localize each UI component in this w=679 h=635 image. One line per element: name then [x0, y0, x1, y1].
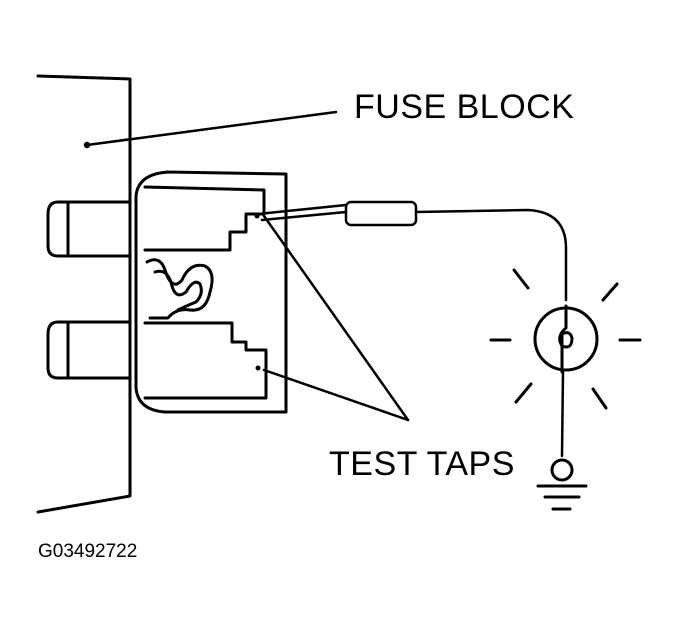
fuse-prong-top [46, 200, 132, 258]
test-light-probe [256, 200, 418, 227]
test-light-lead [414, 208, 568, 302]
test-taps-leader [262, 214, 410, 422]
test-taps-label: TEST TAPS [329, 445, 515, 483]
fuse-housing [134, 170, 288, 414]
ground-symbol [536, 458, 588, 511]
fuse-block-label: FUSE BLOCK [354, 88, 575, 126]
fuse-block-leader [83, 110, 338, 149]
test-light-bulb [533, 304, 599, 374]
light-rays [489, 268, 642, 410]
fuse-prong-bottom [46, 320, 132, 380]
test-tap-lower [255, 365, 261, 371]
figure-id: G03492722 [38, 541, 138, 562]
fuse-element [145, 258, 214, 320]
fuse-block-panel [36, 74, 132, 514]
ground-lead [560, 369, 565, 458]
